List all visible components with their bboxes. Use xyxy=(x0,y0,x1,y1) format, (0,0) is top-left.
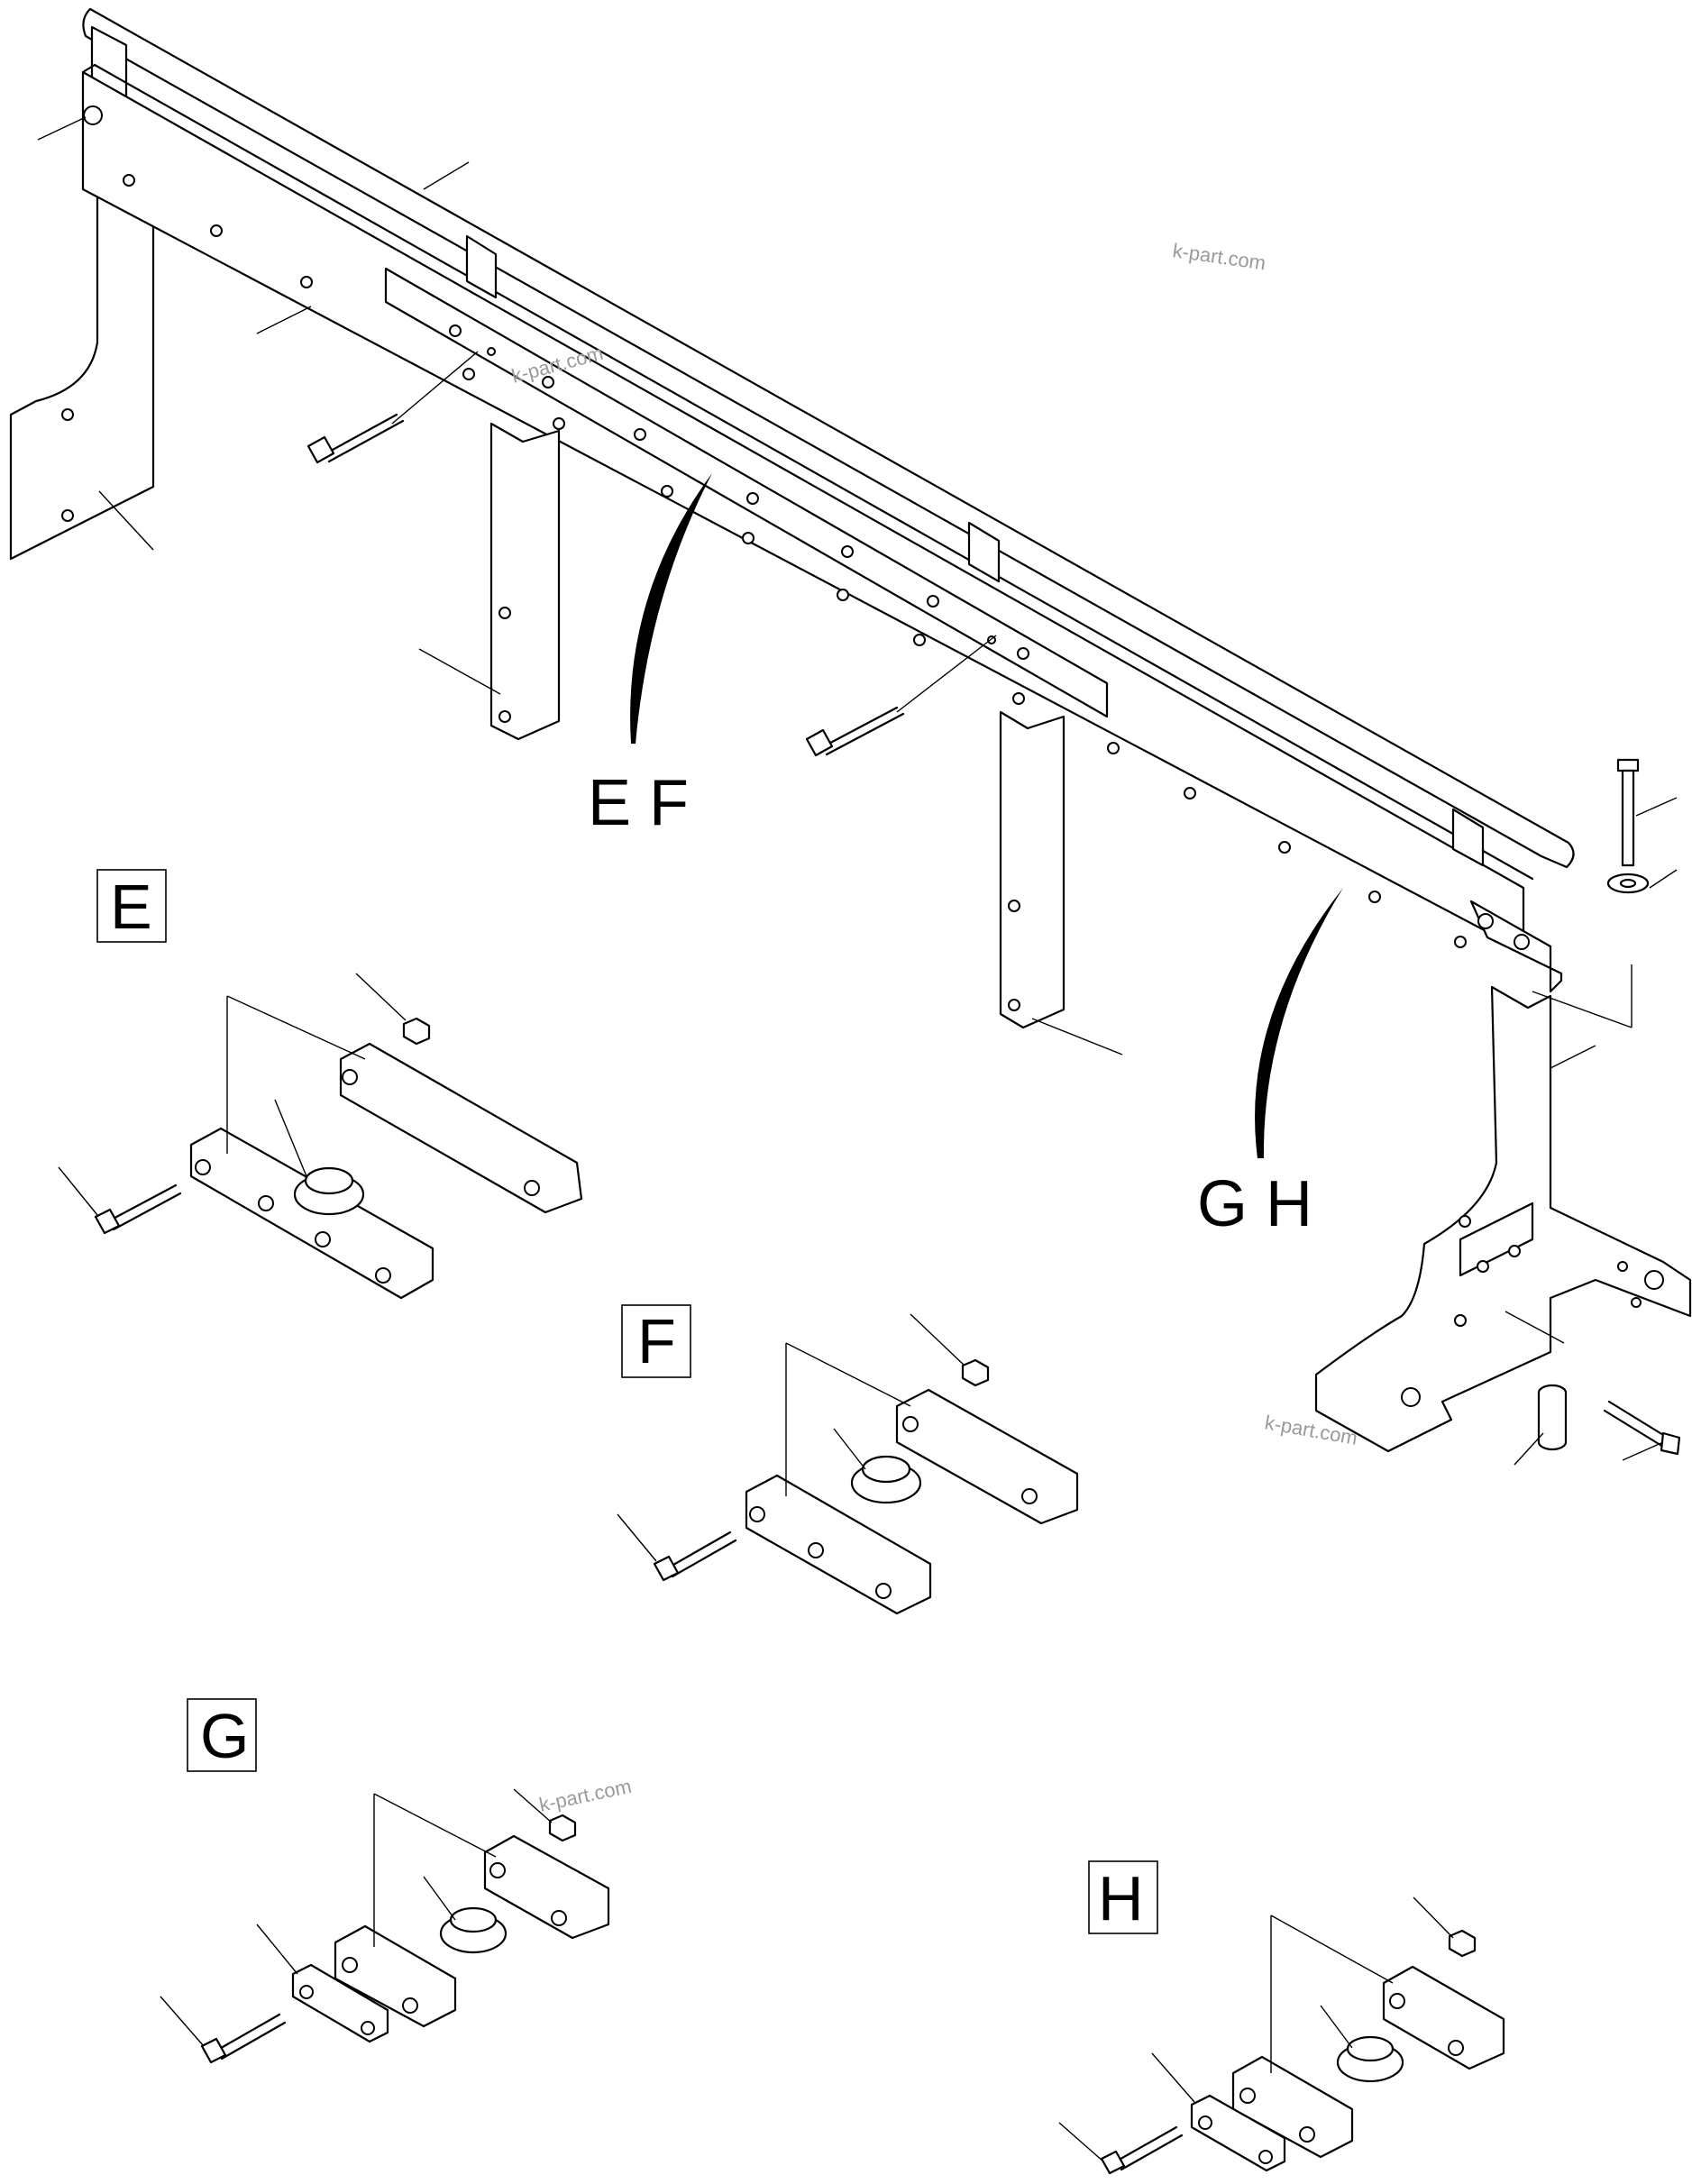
detail-e-clamp-upper xyxy=(339,1042,583,1214)
detail-g: G xyxy=(160,1698,610,2064)
detail-f: F xyxy=(617,1304,1079,1615)
main-frame-assembly xyxy=(9,7,1692,1466)
detail-h: H xyxy=(1058,1860,1505,2175)
detail-f-nut xyxy=(961,1358,990,1387)
mid-post-2 xyxy=(967,521,1001,583)
leg-1 xyxy=(489,422,561,741)
beam-holes xyxy=(123,174,1467,948)
bolt-middle xyxy=(805,706,905,757)
detail-f-label-box xyxy=(621,1304,691,1378)
detail-g-nut xyxy=(548,1814,577,1842)
leg-2 xyxy=(999,710,1066,1029)
watermark-4: k-part.com xyxy=(537,1775,634,1816)
detail-e-nut xyxy=(402,1017,431,1046)
right-leg-plate xyxy=(1459,1202,1534,1277)
detail-f-clamp-lower xyxy=(745,1474,932,1615)
detail-h-clamp-upper xyxy=(1382,1965,1505,2070)
detail-h-nut xyxy=(1448,1929,1477,1958)
detail-e-label: E xyxy=(110,872,152,942)
detail-h-label: H xyxy=(1098,1863,1144,1933)
callout-gh: G H xyxy=(1197,1168,1312,1240)
detail-e: E xyxy=(58,869,583,1300)
slide-plate xyxy=(384,267,1109,718)
bolt-vertical xyxy=(1606,758,1650,894)
bolt-lower-right xyxy=(1603,1400,1681,1456)
detail-e-label-box xyxy=(96,869,167,943)
detail-f-clamp-upper xyxy=(895,1388,1079,1525)
bolt-upper-left xyxy=(306,413,405,464)
detail-g-label-box xyxy=(187,1698,257,1772)
detail-g-bolt xyxy=(200,2037,227,2064)
detail-h-label-box xyxy=(1088,1860,1158,1934)
top-tube xyxy=(82,7,1575,869)
callout-ef: E F xyxy=(588,767,689,839)
detail-e-clamp-lower xyxy=(189,1127,434,1300)
detail-g-clamp-upper xyxy=(483,1834,610,1940)
spacer-sleeve xyxy=(1537,1384,1568,1451)
leader-lines-main xyxy=(37,116,1678,1466)
callout-arrow-ef xyxy=(630,473,712,744)
detail-g-label: G xyxy=(200,1701,249,1771)
mid-post-3 xyxy=(1451,808,1485,867)
watermark-1: k-part.com xyxy=(1171,239,1267,274)
detail-f-label: F xyxy=(637,1306,676,1376)
detail-f-bolt xyxy=(653,1555,680,1582)
mid-post-1 xyxy=(465,234,498,299)
callout-arrow-gh xyxy=(1255,888,1343,1158)
left-foot xyxy=(9,178,155,561)
detail-h-bolt xyxy=(1100,2150,1126,2175)
detail-e-bolt xyxy=(94,1208,121,1235)
